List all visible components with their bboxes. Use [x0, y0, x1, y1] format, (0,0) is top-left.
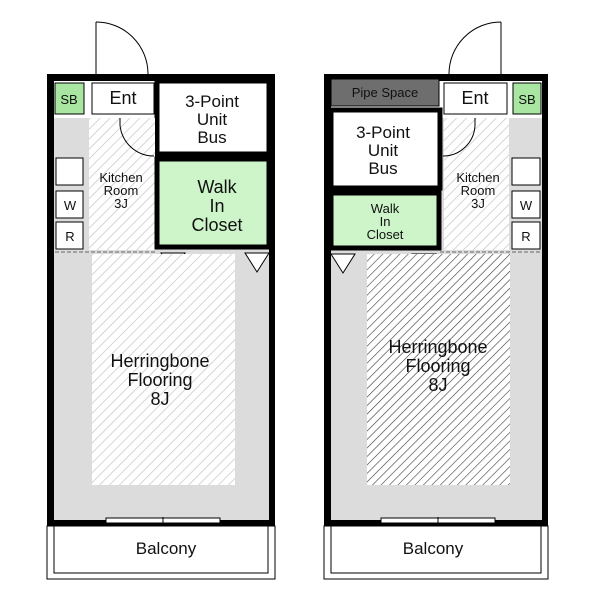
left-entrance-door-swing: [95, 21, 149, 75]
right-main-room-flooring: [367, 254, 510, 485]
right-pipe-space: [330, 78, 440, 107]
left-bath-label-2: Unit: [197, 110, 228, 129]
left-balcony-label: Balcony: [136, 539, 197, 558]
right-refrigerator-label: R: [521, 229, 530, 244]
left-closet-label-3: Closet: [191, 215, 242, 235]
right-entrance: [443, 82, 508, 115]
right-main-room-label-2: Flooring: [405, 356, 470, 376]
right-closet-label-2: In: [380, 214, 391, 229]
left-washer-label: W: [64, 198, 77, 213]
left-fridge-space: [55, 157, 84, 186]
left-kitchen-label-2: Room: [104, 183, 139, 198]
right-closet-label-1: Walk: [371, 201, 400, 216]
left-floor-plan: SB Ent 3-Point Unit Bus Kitchen Room 3J …: [46, 21, 276, 580]
left-walk-in-closet: [154, 156, 272, 250]
left-unit-bath: [154, 78, 272, 157]
left-entrance: [91, 82, 155, 115]
left-bath-door-swing: [119, 118, 155, 157]
right-walk-in-closet: [328, 190, 442, 251]
left-main-room-label-2: Flooring: [127, 370, 192, 390]
left-bath-label-1: 3-Point: [185, 92, 239, 111]
right-shoebox-label: SB: [518, 92, 535, 107]
right-kitchen-label-3: 3J: [471, 196, 485, 211]
right-washer-space: [511, 190, 541, 219]
right-kitchen-label-2: Room: [461, 183, 496, 198]
right-bath-label-2: Unit: [368, 141, 399, 160]
right-main-room-label-1: Herringbone: [388, 337, 487, 357]
left-washer-space: [55, 190, 84, 219]
right-entrance-label: Ent: [461, 88, 488, 108]
left-shoebox: [54, 82, 85, 115]
left-main-room-flooring: [92, 254, 235, 485]
left-main-room-label-3: 8J: [150, 389, 169, 409]
right-balcony: [323, 525, 549, 580]
right-bath-door-swing: [442, 118, 476, 157]
right-refrigerator-space: [511, 221, 541, 250]
right-balcony-label: Balcony: [403, 539, 464, 558]
left-closet-door-marker-2: [244, 252, 270, 273]
left-main-room-label-1: Herringbone: [110, 351, 209, 371]
right-shoebox: [512, 82, 542, 115]
right-kitchen: [444, 118, 509, 250]
left-shoebox-label: SB: [60, 92, 77, 107]
right-entrance-door-swing: [448, 21, 502, 75]
left-refrigerator-label: R: [65, 229, 74, 244]
right-closet-door-marker-1: [330, 253, 356, 274]
left-balcony: [46, 525, 276, 580]
left-entrance-label: Ent: [109, 88, 136, 108]
left-kitchen: [89, 118, 155, 250]
left-closet-label-2: In: [209, 196, 224, 216]
left-kitchen-label-1: Kitchen: [99, 170, 142, 185]
left-bath-label-3: Bus: [197, 128, 226, 147]
right-bath-label-3: Bus: [368, 159, 397, 178]
right-bath-label-1: 3-Point: [356, 123, 410, 142]
right-main-room-label-3: 8J: [428, 375, 447, 395]
left-closet-label-1: Walk: [197, 177, 237, 197]
right-fridge-space: [511, 157, 541, 186]
right-kitchen-label-1: Kitchen: [456, 170, 499, 185]
right-closet-label-3: Closet: [367, 227, 404, 242]
right-floor-plan: Pipe Space Ent SB 3-Point Unit Bus Kitch…: [323, 21, 549, 580]
right-washer-label: W: [520, 198, 533, 213]
right-unit-bath: [328, 107, 443, 191]
left-kitchen-label-3: 3J: [114, 196, 128, 211]
right-pipe-space-label: Pipe Space: [352, 85, 419, 100]
left-refrigerator-space: [55, 221, 84, 250]
